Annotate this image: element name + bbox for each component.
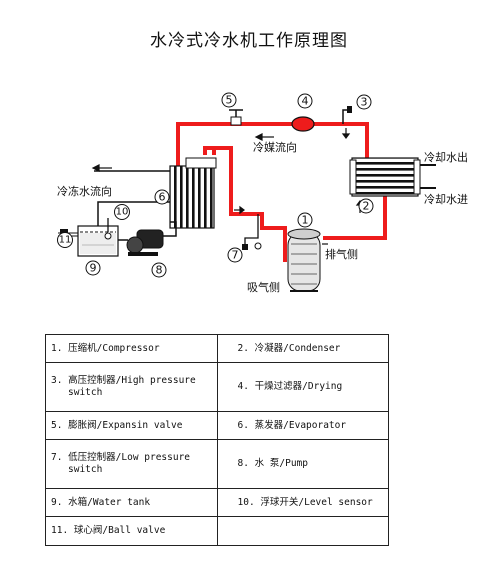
marker-5: 5	[221, 92, 237, 108]
legend-cell: 5. 膨胀阀/Expansin valve	[45, 411, 218, 441]
expansion-valve	[229, 109, 243, 126]
legend-cell: 3. 高压控制器/High pressure switch	[45, 362, 218, 413]
legend-cell: 10. 浮球开关/Level sensor	[216, 488, 389, 518]
level-sensor	[104, 218, 112, 240]
low-pressure-switch	[242, 214, 262, 250]
marker-6: 6	[154, 189, 170, 205]
pipe-top	[176, 122, 369, 166]
label-cooling-water-out: 冷却水出	[424, 150, 468, 164]
marker-2: 2	[358, 198, 374, 214]
marker-4: 4	[297, 93, 313, 109]
marker-11: 11	[57, 232, 73, 248]
marker-7: 7	[227, 247, 243, 263]
pump	[126, 229, 164, 256]
svg-text:2: 2	[363, 200, 370, 213]
svg-text:11: 11	[59, 235, 72, 246]
refrigerant-piping	[176, 122, 387, 262]
marker-8: 8	[151, 262, 167, 278]
svg-text:3: 3	[361, 96, 368, 109]
label-chilled-water-flow: 冷冻水流向	[57, 184, 112, 198]
water-piping	[94, 170, 177, 241]
table-row: 11. 球心阀/Ball valve	[45, 516, 389, 546]
svg-text:7: 7	[232, 249, 239, 262]
legend-cell	[216, 516, 389, 546]
table-row: 3. 高压控制器/High pressure switch 4. 干燥过滤器/D…	[45, 362, 389, 413]
legend-cell: 8. 水 泵/Pump	[216, 439, 389, 490]
legend-cell: 9. 水箱/Water tank	[45, 488, 218, 518]
high-pressure-switch	[342, 106, 352, 124]
pipe-discharge	[323, 195, 387, 240]
table-row: 9. 水箱/Water tank 10. 浮球开关/Level sensor	[45, 488, 389, 518]
svg-text:4: 4	[302, 95, 309, 108]
marker-10: 10	[114, 204, 130, 220]
label-cooling-water-in: 冷却水进	[424, 193, 468, 206]
evaporator	[169, 157, 217, 229]
pipe-evap-top	[203, 146, 214, 155]
marker-1: 1	[297, 212, 313, 228]
component-legend-table: 1. 压缩机/Compressor 2. 冷凝器/Condenser 3. 高压…	[45, 333, 389, 546]
pipe-suction	[212, 146, 287, 262]
legend-cell: 7. 低压控制器/Low pressure switch	[45, 439, 218, 490]
condenser	[349, 157, 436, 197]
table-row: 1. 压缩机/Compressor 2. 冷凝器/Condenser	[45, 333, 389, 364]
svg-text:8: 8	[156, 264, 163, 277]
svg-text:6: 6	[159, 191, 166, 204]
svg-text:9: 9	[90, 262, 97, 275]
compressor	[287, 228, 321, 292]
water-tank	[77, 225, 119, 257]
table-row: 5. 膨胀阀/Expansin valve 6. 蒸发器/Evaporator	[45, 411, 389, 441]
label-refrigerant-flow: 冷媒流向	[253, 140, 297, 154]
legend-cell: 1. 压缩机/Compressor	[45, 333, 218, 364]
table-row: 7. 低压控制器/Low pressure switch 8. 水 泵/Pump	[45, 439, 389, 490]
svg-text:5: 5	[226, 94, 233, 107]
refrigeration-diagram: 冷媒流向 冷冻水流向 冷却水出 冷却水进 排气侧 吸气侧 1 2 3 4 5 6…	[57, 92, 468, 294]
label-discharge-side: 排气侧	[325, 247, 358, 261]
legend-cell: 6. 蒸发器/Evaporator	[216, 411, 389, 441]
drying-filter	[291, 116, 315, 132]
label-suction-side: 吸气侧	[247, 280, 280, 294]
svg-text:1: 1	[302, 214, 309, 227]
svg-text:10: 10	[116, 207, 129, 218]
marker-9: 9	[85, 260, 101, 276]
flow-arrows	[91, 128, 365, 245]
legend-cell: 2. 冷凝器/Condenser	[216, 333, 389, 364]
legend-cell: 4. 干燥过滤器/Drying	[216, 362, 389, 413]
marker-3: 3	[356, 94, 372, 110]
page-title: 水冷式冷水机工作原理图	[150, 31, 348, 51]
legend-cell: 11. 球心阀/Ball valve	[45, 516, 218, 546]
